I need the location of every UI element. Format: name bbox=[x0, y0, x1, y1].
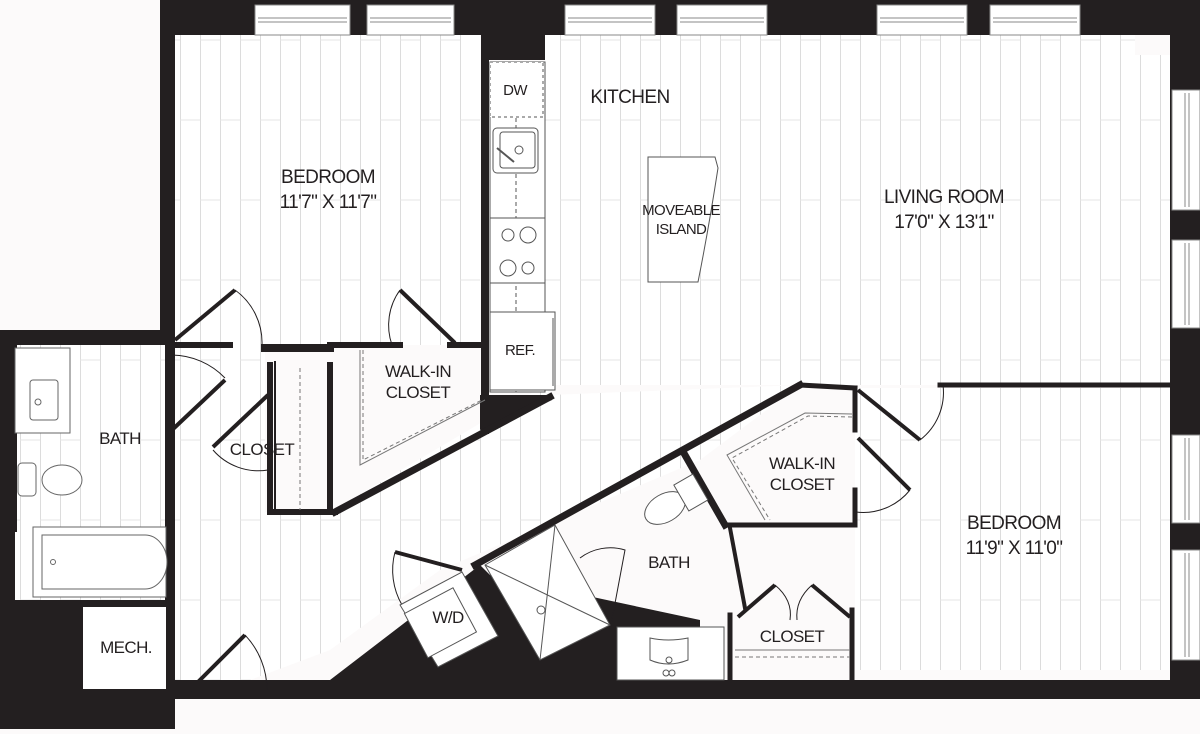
refrigerator-text: REF. bbox=[504, 342, 536, 359]
kitchen-fixtures bbox=[489, 61, 719, 393]
room-name: LIVING ROOM bbox=[883, 187, 1005, 208]
windows bbox=[254, 4, 1200, 661]
dishwasher-text: DW bbox=[503, 82, 527, 99]
washer-dryer-label: W/D bbox=[432, 607, 464, 628]
room-name-line2: CLOSET bbox=[385, 383, 451, 402]
closet1-label: CLOSET bbox=[229, 439, 295, 460]
room-name: CLOSET bbox=[759, 627, 825, 646]
mech-label: MECH. bbox=[100, 637, 152, 658]
bath2-label: BATH bbox=[648, 552, 690, 573]
room-name-line2: CLOSET bbox=[769, 475, 835, 494]
room-name-line1: WALK-IN bbox=[384, 362, 452, 381]
room-name: BATH bbox=[99, 429, 141, 448]
room-name: BATH bbox=[648, 553, 690, 572]
room-name: BEDROOM bbox=[967, 513, 1062, 534]
room-name: KITCHEN bbox=[590, 87, 670, 108]
living-room-label: LIVING ROOM 17'0" X 13'1" bbox=[883, 185, 1005, 235]
room-name: BEDROOM bbox=[281, 167, 376, 188]
floor-areas bbox=[15, 35, 1170, 680]
room-dimensions: 11'7" X 11'7" bbox=[279, 192, 377, 213]
bedroom1-label: BEDROOM 11'7" X 11'7" bbox=[280, 165, 377, 215]
island-line1: MOVEABLE bbox=[642, 202, 720, 219]
closet2-label: CLOSET bbox=[759, 626, 825, 647]
walkin2-shelving bbox=[726, 412, 853, 658]
bath1-fixtures bbox=[14, 347, 168, 689]
walkin1-shelving bbox=[299, 350, 486, 510]
bath1-label: BATH bbox=[99, 428, 141, 449]
room-name: CLOSET bbox=[229, 440, 295, 459]
interior-walls bbox=[13, 31, 1173, 683]
walkin-closet2-label: WALK-IN CLOSET bbox=[768, 453, 836, 495]
bedroom2-label: BEDROOM 11'9" X 11'0" bbox=[966, 511, 1063, 561]
room-dimensions: 17'0" X 13'1" bbox=[894, 212, 994, 233]
walkin-closet1-label: WALK-IN CLOSET bbox=[384, 361, 452, 403]
bath2-fixtures bbox=[399, 473, 725, 681]
refrigerator-label: REF. bbox=[504, 341, 536, 360]
room-dimensions: 11'9" X 11'0" bbox=[965, 538, 1063, 559]
dishwasher-label: DW bbox=[503, 81, 527, 100]
doors bbox=[170, 288, 944, 692]
room-name: MECH. bbox=[100, 638, 152, 657]
room-name-line1: WALK-IN bbox=[768, 454, 836, 473]
kitchen-label: KITCHEN bbox=[590, 85, 670, 110]
room-name: W/D bbox=[432, 608, 464, 627]
island-line2: ISLAND bbox=[655, 221, 707, 238]
island-label: MOVEABLE ISLAND bbox=[642, 201, 720, 239]
